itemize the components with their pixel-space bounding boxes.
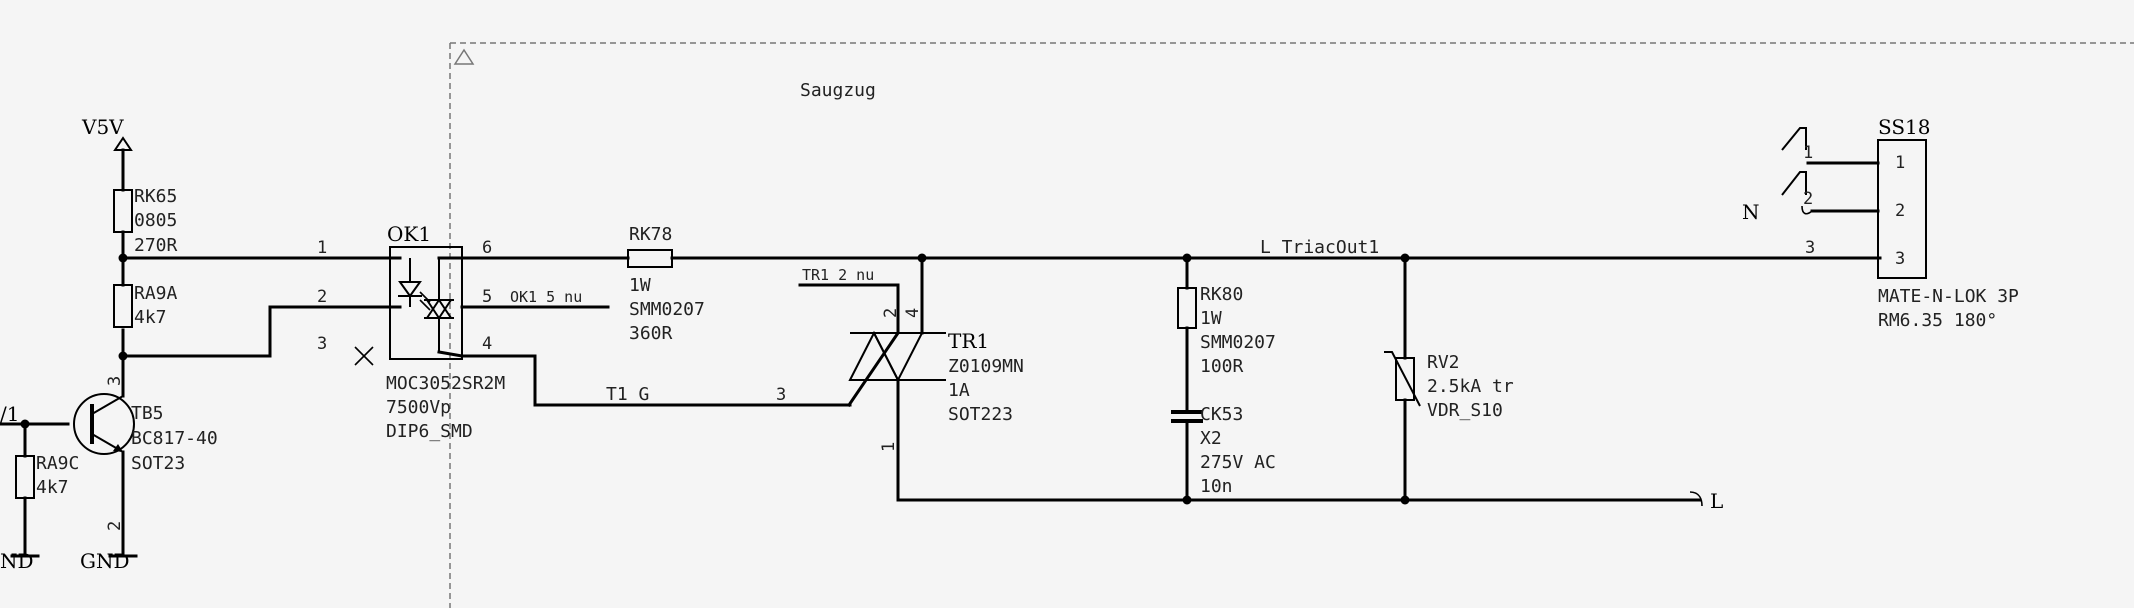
tr1-pin-3: 3 xyxy=(776,385,786,405)
rk78-package: SMM0207 xyxy=(629,299,705,320)
tb5-value: BC817-40 xyxy=(131,428,218,449)
rk78-ref: RK78 xyxy=(629,224,672,245)
rv2-value: 2.5kA tr xyxy=(1427,376,1514,397)
rk78-value: 360R xyxy=(629,323,673,344)
ok1-pin-5: 5 xyxy=(482,287,492,307)
ss18-wire-pin-2: 2 xyxy=(1803,189,1813,209)
ss18-pin-1: 1 xyxy=(1895,153,1905,173)
sheet-corner-marker xyxy=(453,48,475,65)
rk80-package: SMM0207 xyxy=(1200,332,1276,353)
ck53-class: X2 xyxy=(1200,428,1222,449)
ok1-pin-2: 2 xyxy=(317,287,327,307)
tr1-current: 1A xyxy=(948,380,970,401)
tr1-package: SOT223 xyxy=(948,404,1013,425)
tb5-package: SOT23 xyxy=(131,453,185,474)
rk80-ref: RK80 xyxy=(1200,284,1243,305)
ok1-pin-6: 6 xyxy=(482,238,492,258)
ok1-value: MOC3052SR2M xyxy=(386,373,505,394)
ra9c-resistor[interactable] xyxy=(15,455,35,499)
tb5-transistor[interactable] xyxy=(73,393,135,455)
rk80-value: 100R xyxy=(1200,356,1244,377)
tb5-pin-2: 2 xyxy=(105,521,125,531)
tr1-pin-2: 2 xyxy=(881,308,901,318)
ss18-pin-2: 2 xyxy=(1895,201,1905,221)
ok1-pin-4: 4 xyxy=(482,334,492,354)
tr1-pin-1: 1 xyxy=(879,442,899,452)
sheet-title: Saugzug xyxy=(800,80,876,101)
ok1-optocoupler[interactable] xyxy=(389,246,463,360)
rv2-ref: RV2 xyxy=(1427,352,1460,373)
rk78-power: 1W xyxy=(629,275,651,296)
ss18-wire-pin-3: 3 xyxy=(1805,238,1815,258)
net-n-label: N xyxy=(1742,200,1760,224)
rk78-resistor[interactable] xyxy=(627,249,673,268)
rv2-package: VDR_S10 xyxy=(1427,400,1503,421)
tb5-ref: TB5 xyxy=(131,403,164,424)
ra9c-ref: RA9C xyxy=(36,453,79,474)
ck53-voltage: 275V AC xyxy=(1200,452,1276,473)
ra9c-value: 4k7 xyxy=(36,477,69,498)
tr1-value: Z0109MN xyxy=(948,356,1024,377)
ra9a-value: 4k7 xyxy=(134,307,167,328)
ok1-rating: 7500Vp xyxy=(386,397,451,418)
left-net-label: /1 xyxy=(0,402,19,426)
tr1-pin-4: 4 xyxy=(903,308,923,318)
tr1-ref: TR1 xyxy=(948,329,989,353)
rk65-package: 0805 xyxy=(134,210,177,231)
rk65-resistor[interactable] xyxy=(113,189,133,233)
ck53-value: 10n xyxy=(1200,476,1233,497)
ra9a-resistor[interactable] xyxy=(113,284,133,328)
gnd-right-label: GND xyxy=(80,549,130,573)
net-tr1-2-nu: TR1 2 nu xyxy=(802,266,874,284)
ok1-ref: OK1 xyxy=(387,222,431,246)
ok1-package: DIP6_SMD xyxy=(386,421,473,442)
v5v-label: V5V xyxy=(81,115,124,139)
rk80-resistor[interactable] xyxy=(1177,287,1197,329)
rk65-value: 270R xyxy=(134,235,178,256)
ra9a-ref: RA9A xyxy=(134,283,178,304)
net-t1-g: T1 G xyxy=(606,384,649,405)
ss18-connector[interactable] xyxy=(1877,139,1927,279)
ok1-pin-3: 3 xyxy=(317,334,327,354)
ck53-ref: CK53 xyxy=(1200,404,1243,425)
net-l-triacout1: L TriacOut1 xyxy=(1260,237,1379,258)
ss18-ref: SS18 xyxy=(1878,115,1931,139)
v5v-arrow-symbol xyxy=(113,136,133,151)
ss18-value: MATE-N-LOK 3P xyxy=(1878,286,2019,307)
tr1-triac[interactable] xyxy=(850,332,946,381)
net-l-label: L xyxy=(1710,489,1723,513)
ss18-wire-pin-1: 1 xyxy=(1803,143,1813,163)
ss18-pin-3: 3 xyxy=(1895,249,1905,269)
net-ok1-5-nu: OK1 5 nu xyxy=(510,288,582,306)
rk65-ref: RK65 xyxy=(134,186,177,207)
tb5-pin-3: 3 xyxy=(105,376,125,386)
ss18-package: RM6.35 180° xyxy=(1878,310,1997,331)
ok1-pin-1: 1 xyxy=(317,238,327,258)
gnd-left-label: ND xyxy=(0,549,34,573)
rk80-power: 1W xyxy=(1200,308,1222,329)
